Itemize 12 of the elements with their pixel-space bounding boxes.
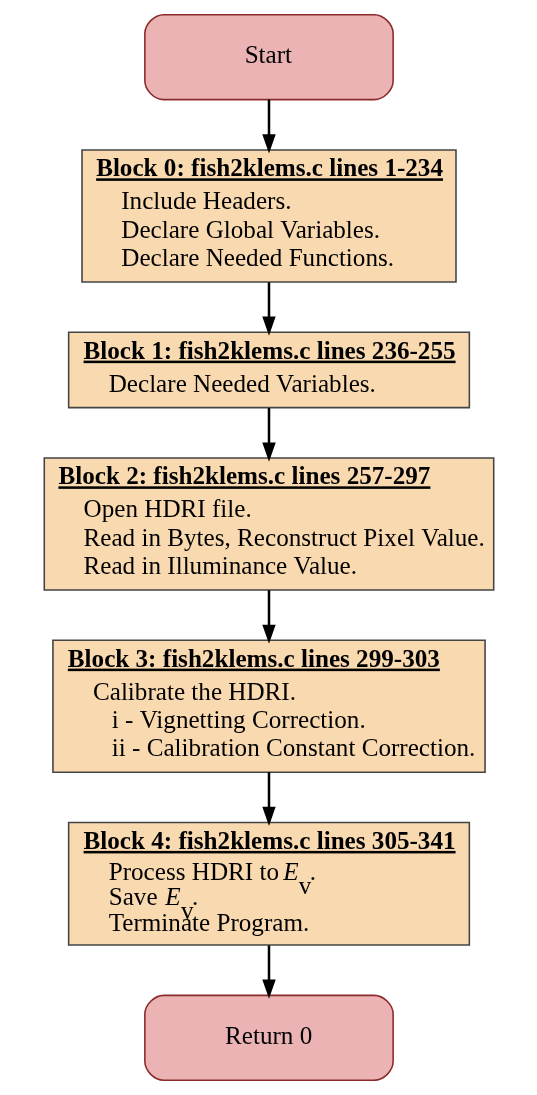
- arrow: [261, 408, 276, 462]
- arrow: [261, 945, 276, 999]
- arrow: [261, 282, 276, 336]
- arrow: [261, 590, 276, 644]
- node-box: Block 2: fish2klems.c lines 257-297 Open HDRI file. Read in Bytes, Reconstruct Pixel Value. Read in Illuminance Value.: [43, 457, 494, 591]
- node-box: Return 0: [143, 994, 394, 1081]
- node-box: Block 0: fish2klems.c lines 1-234 Include Headers. Declare Global Variables. Declare Needed Functions.: [80, 149, 457, 283]
- arrow: [261, 772, 276, 826]
- node-box: Block 1: fish2klems.c lines 236-255 Declare Needed Variables.: [67, 331, 470, 409]
- node-box: Block 3: fish2klems.c lines 299-303 Calibrate the HDRI. i - Vignetting Correction. ii - Calibration Constant Correction.: [51, 639, 486, 773]
- node-box: Start: [143, 14, 394, 101]
- arrow: [261, 99, 276, 154]
